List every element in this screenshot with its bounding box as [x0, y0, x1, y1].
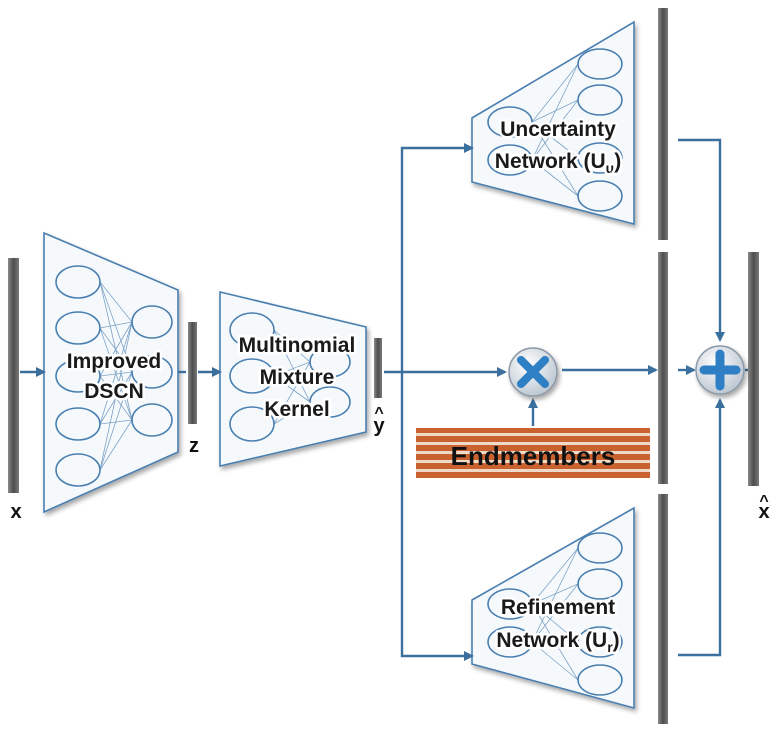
encoder-network: [43, 231, 179, 514]
kernel-label-line1: Multinomial: [239, 334, 356, 357]
refinement-label-line2: Network (Ur): [496, 629, 619, 655]
reconstruction-bar: [748, 252, 759, 486]
endmembers-label: Endmembers: [451, 441, 616, 471]
add-operator: [695, 345, 745, 395]
refinement-network: [471, 506, 635, 710]
refinement-label-line1: Refinement: [501, 596, 615, 619]
latent-label: z: [189, 435, 199, 457]
input-label: x: [10, 501, 21, 523]
arrow-to-uncertainty: [400, 143, 474, 372]
arrow-to-refinement: [400, 372, 474, 661]
refinement-output-bar: [658, 494, 668, 724]
uncertainty-label-line2: Network (Uu): [495, 150, 621, 176]
uncertainty-label-line1: Uncertainty: [500, 118, 616, 141]
endmembers-block: [416, 428, 650, 478]
uncertainty-network: [471, 20, 635, 226]
output-hat-symbol: ^: [759, 493, 768, 510]
abundance-hat-label: y: [373, 415, 385, 437]
kernel-network: [219, 290, 367, 468]
mixing-output-bar: [658, 252, 668, 484]
latent-bar: [188, 322, 197, 424]
encoder-label-line2: DSCN: [84, 380, 144, 403]
input-bar: [8, 258, 19, 493]
refinement-label-close: ): [613, 629, 620, 652]
multiply-operator: [508, 347, 558, 397]
kernel-label-line3: Kernel: [264, 398, 329, 421]
uncertainty-output-bar: [658, 8, 668, 240]
abundance-bar: [374, 338, 382, 398]
uncertainty-label-subscript: u: [606, 160, 615, 176]
connectors: [20, 138, 748, 661]
output-hat-label: x: [758, 501, 769, 523]
uncertainty-label-close: ): [614, 150, 621, 173]
encoder-label-line1: Improved: [67, 350, 162, 373]
abundance-hat-symbol: ^: [374, 405, 383, 422]
uncertainty-label-main: Network (U: [495, 150, 606, 173]
refinement-label-main: Network (U: [496, 629, 607, 652]
refinement-label-subscript: r: [607, 639, 613, 655]
arrow-refinement-to-add: [678, 398, 725, 657]
arrow-uncertainty-to-add: [678, 138, 725, 342]
kernel-label-line2: Mixture: [260, 366, 335, 389]
